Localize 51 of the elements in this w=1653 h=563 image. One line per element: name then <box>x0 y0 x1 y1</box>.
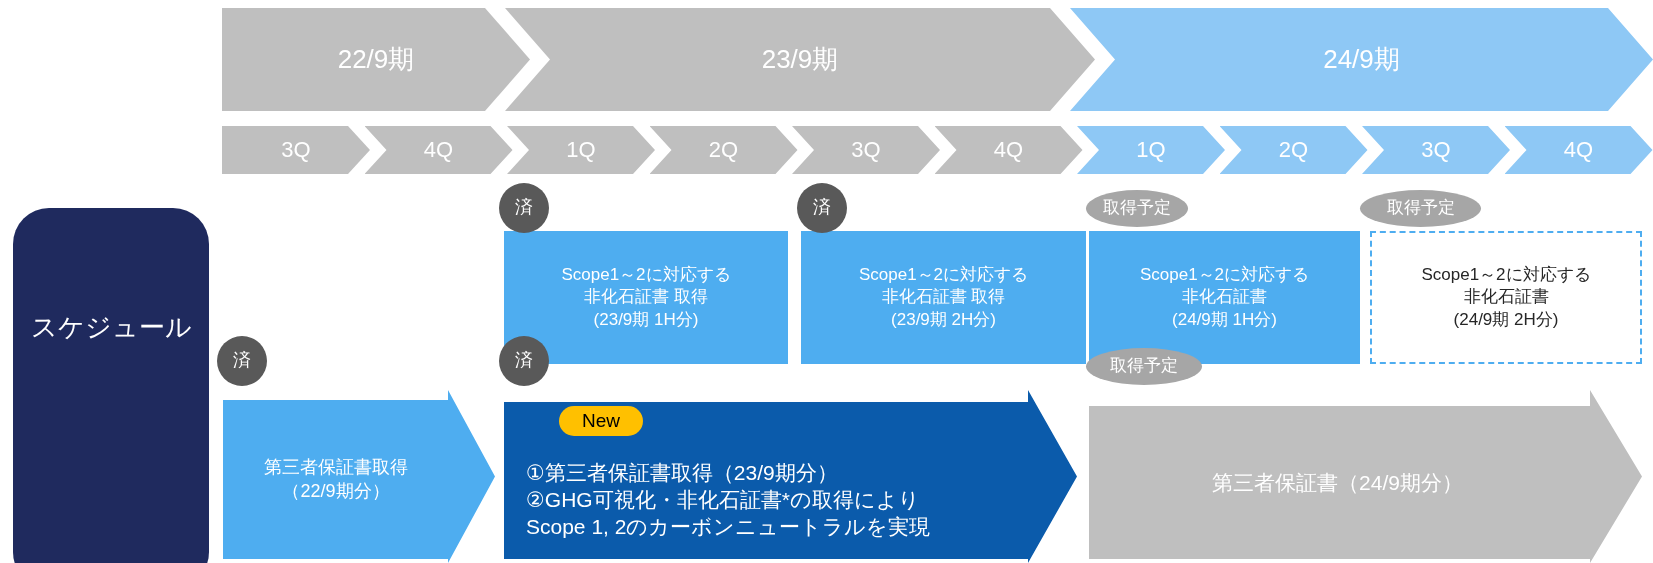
milestone-text: 第三者保証書取得（22/9期分） <box>264 456 408 503</box>
milestone-text: ①第三者保証書取得（23/9期分） <box>526 459 838 486</box>
quarter-band <box>364 126 513 174</box>
quarter-label: 2Q <box>1278 135 1309 164</box>
quarter-band <box>1362 126 1510 174</box>
quarter-label: 1Q <box>1136 135 1166 164</box>
quarter-band <box>222 126 370 174</box>
quarter-band <box>792 126 940 174</box>
period-label: 23/9期 <box>761 42 839 76</box>
planned-label: 取得予定 <box>1110 355 1178 378</box>
certificate-text: Scope1～2に対応する非化石証書 (24/9期 2H分) <box>1421 264 1591 331</box>
quarter-band <box>649 126 798 174</box>
quarter-band <box>934 126 1083 174</box>
period-band <box>1070 8 1653 111</box>
done-badge <box>217 336 267 386</box>
quarter-label: 1Q <box>566 135 596 164</box>
planned-badge <box>1086 348 1202 385</box>
schedule-label-box <box>13 208 209 563</box>
period-band <box>222 8 530 111</box>
period-label: 24/9期 <box>1323 42 1400 76</box>
schedule-label: スケジュール <box>30 311 192 345</box>
quarter-band <box>1077 126 1225 174</box>
milestone-text: 第三者保証書（24/9期分） <box>1212 469 1463 496</box>
new-badge <box>559 406 643 436</box>
planned-label: 取得予定 <box>1103 197 1171 220</box>
quarter-label: 3Q <box>281 135 311 164</box>
done-label: 済 <box>515 349 533 373</box>
quarter-band <box>507 126 655 174</box>
certificate-box <box>801 231 1086 364</box>
certificate-box <box>1370 231 1642 364</box>
done-badge <box>797 183 847 233</box>
certificate-text: Scope1～2に対応する非化石証書 取得 (23/9期 2H分) <box>858 264 1029 331</box>
quarter-label: 4Q <box>1563 135 1594 164</box>
quarter-band <box>1504 126 1653 174</box>
quarter-label: 2Q <box>708 135 739 164</box>
done-label: 済 <box>813 196 831 220</box>
done-label: 済 <box>233 349 251 373</box>
new-label: New <box>582 408 620 433</box>
certificate-text: Scope1～2に対応する非化石証書 取得 (23/9期 1H分) <box>561 264 731 331</box>
done-badge <box>499 336 549 386</box>
done-badge <box>499 183 549 233</box>
period-label: 22/9期 <box>337 42 415 76</box>
done-label: 済 <box>515 196 533 220</box>
certificate-text: Scope1～2に対応する非化石証書 (24/9期 1H分) <box>1139 264 1310 331</box>
quarter-band <box>1219 126 1368 174</box>
quarter-label: 4Q <box>993 135 1024 164</box>
quarter-label: 4Q <box>423 135 454 164</box>
quarter-label: 3Q <box>851 135 881 164</box>
planned-label: 取得予定 <box>1386 197 1455 220</box>
milestone-text: ②GHG可視化・非化石証書*の取得により Scope 1, 2のカーボンニュートラルを実現 <box>526 486 932 541</box>
quarter-label: 3Q <box>1421 135 1451 164</box>
